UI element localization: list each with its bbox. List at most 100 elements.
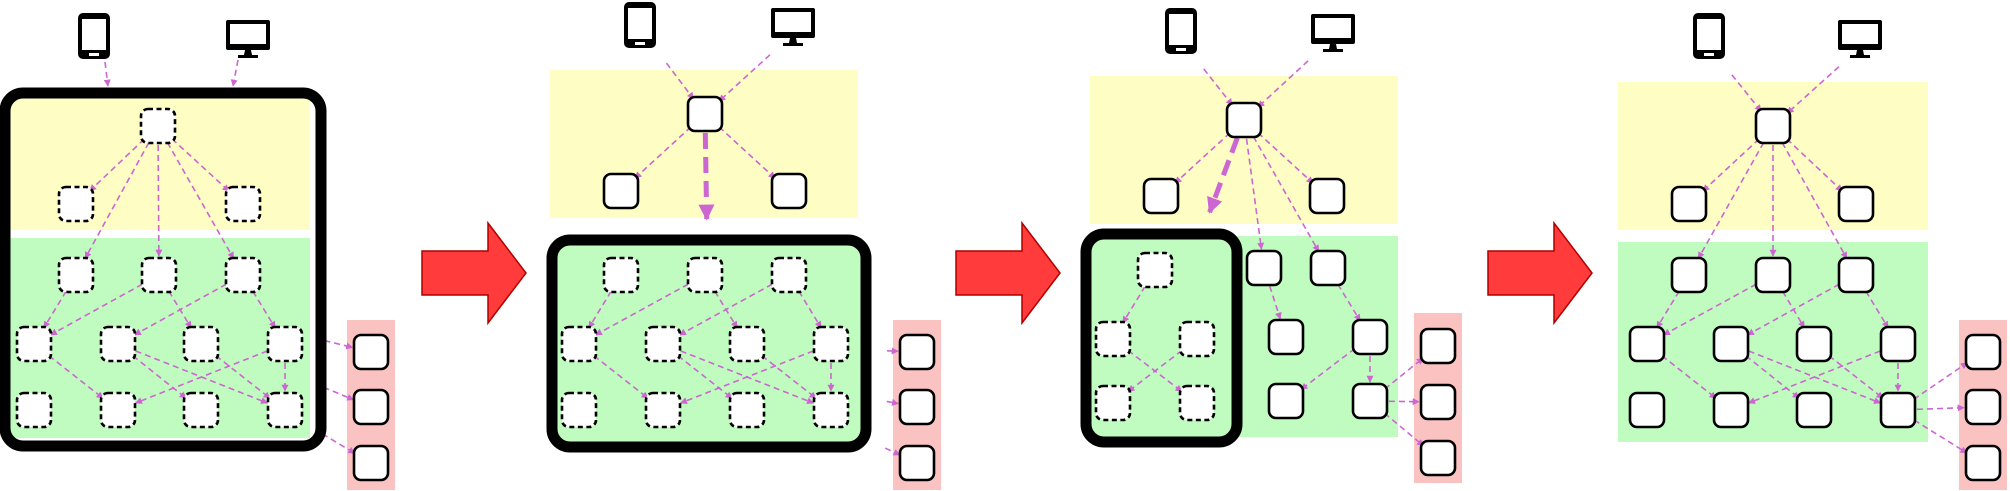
dependency-edge <box>1384 357 1424 390</box>
subtree-frame <box>1080 228 1243 448</box>
dependency-edge <box>761 355 817 399</box>
monolith-frame <box>0 87 327 452</box>
dependency-edge <box>1748 350 1881 404</box>
phone-icon <box>1165 8 1197 54</box>
service-node <box>1142 177 1180 215</box>
service-node <box>1754 256 1792 294</box>
service-node <box>1712 391 1750 429</box>
dependency-edge <box>1663 283 1757 336</box>
service-node <box>1628 391 1666 429</box>
dependency-edge <box>1702 138 1760 192</box>
service-node <box>812 325 850 363</box>
service-node <box>57 185 95 223</box>
service-node <box>728 391 766 429</box>
client-request-edge <box>230 59 239 87</box>
phone-icon <box>624 2 656 48</box>
service-node <box>1837 185 1875 223</box>
dependency-edge <box>798 290 822 329</box>
dependency-edge <box>50 283 143 336</box>
external-service-node <box>352 444 390 482</box>
service-node <box>1267 382 1305 420</box>
service-node <box>15 391 53 429</box>
dependency-edge <box>1661 355 1717 399</box>
dependency-edge <box>1745 355 1800 399</box>
monitor-icon <box>1311 14 1355 52</box>
dependency-edge <box>884 447 901 456</box>
service-node <box>1245 249 1283 287</box>
dependency-edge <box>1122 285 1146 324</box>
service-node <box>224 256 262 294</box>
service-node <box>602 172 640 210</box>
service-node <box>728 325 766 363</box>
dependency-edge <box>595 283 689 336</box>
dependency-edge <box>1257 60 1309 108</box>
service-node <box>1178 320 1216 358</box>
dependency-edge <box>134 283 227 336</box>
dependency-edge <box>1781 142 1848 260</box>
dependency-edge <box>677 355 733 399</box>
service-node <box>224 185 262 223</box>
dependency-edge <box>718 126 776 179</box>
backend-frame <box>546 234 872 453</box>
service-node <box>560 391 598 429</box>
dependency-edge <box>1865 290 1889 329</box>
service-node <box>1351 382 1389 420</box>
dependency-edge <box>588 290 612 329</box>
service-node <box>140 256 178 294</box>
dependency-edge <box>1384 412 1424 447</box>
dependency-edge <box>1731 74 1762 112</box>
transition-arrow-1 <box>421 220 527 326</box>
service-node <box>182 325 220 363</box>
service-node <box>1795 391 1833 429</box>
dependency-edge <box>132 355 187 399</box>
dependency-edge <box>155 144 163 257</box>
service-node <box>266 325 304 363</box>
external-service-node <box>1419 383 1457 421</box>
service-node <box>99 391 137 429</box>
monitor-icon <box>771 8 815 46</box>
service-node <box>1136 251 1174 289</box>
phone-icon <box>1693 13 1725 59</box>
dependency-edge <box>1656 290 1680 329</box>
external-service-node <box>1419 439 1457 477</box>
external-service-node <box>898 333 936 371</box>
service-node <box>1309 249 1347 287</box>
service-node <box>1094 384 1132 422</box>
external-service-node <box>898 388 936 426</box>
service-node <box>1712 325 1750 363</box>
client-request-edge <box>103 61 111 87</box>
dependency-edge <box>1828 355 1884 399</box>
service-node <box>644 391 682 429</box>
dependency-edge <box>1257 132 1314 184</box>
external-service-node <box>352 333 390 371</box>
dependency-edge <box>1697 142 1765 260</box>
dependency-edge <box>1245 138 1265 250</box>
external-service-node <box>898 444 936 482</box>
service-node <box>1628 325 1666 363</box>
dependency-edge <box>1252 136 1320 253</box>
service-node <box>182 391 220 429</box>
service-node <box>1879 391 1917 429</box>
dependency-edge <box>665 62 695 100</box>
transition-arrow-3 <box>1487 220 1593 326</box>
service-node <box>57 256 95 294</box>
dependency-edge <box>135 350 268 404</box>
extraction-edge <box>1207 136 1240 214</box>
external-service-node <box>1964 388 2002 426</box>
service-node <box>602 256 640 294</box>
service-node <box>1094 320 1132 358</box>
dependency-edge <box>1913 362 1968 400</box>
dependency-edge <box>1300 347 1356 391</box>
dependency-edge <box>1786 66 1840 114</box>
service-node <box>770 256 808 294</box>
service-node <box>1795 325 1833 363</box>
service-node <box>1879 325 1917 363</box>
gateway-node <box>1225 101 1263 139</box>
dependency-edge <box>252 290 276 329</box>
dependency-edge <box>84 142 150 259</box>
dependency-edge <box>89 138 145 192</box>
frontend-band <box>1090 76 1398 224</box>
dependency-edge <box>1913 419 1968 454</box>
dependency-edge <box>1747 283 1840 336</box>
dependency-edge <box>321 433 356 454</box>
